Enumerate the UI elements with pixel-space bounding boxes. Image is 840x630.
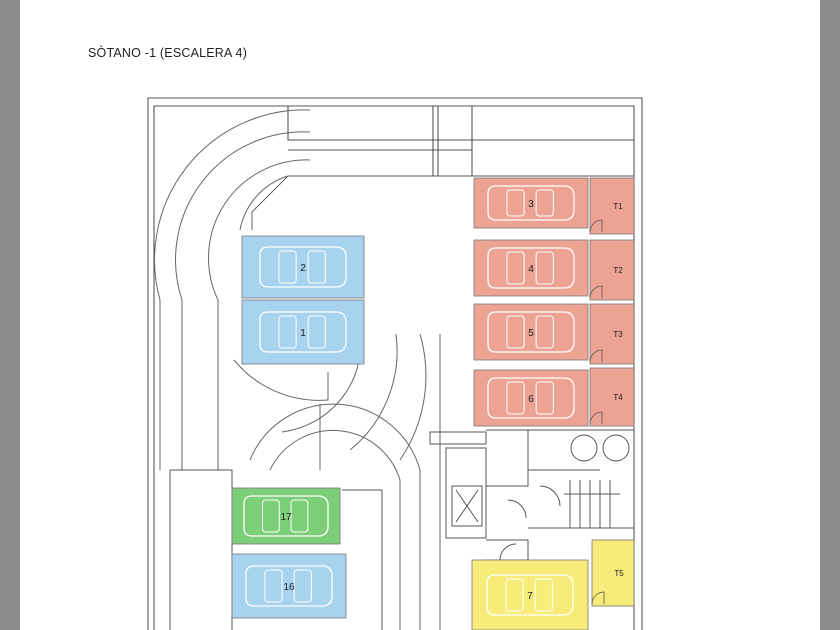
- parking-space[interactable]: 5: [473, 303, 589, 361]
- parking-space-number: 6: [528, 394, 534, 405]
- car-window-icon: [290, 499, 309, 533]
- car-window-icon: [307, 250, 326, 284]
- car-outline-icon: [259, 311, 347, 353]
- car-window-icon: [535, 315, 554, 349]
- door-swing-icon: [589, 411, 603, 425]
- parking-space-number: 2: [300, 263, 306, 274]
- storage-room-fill: [591, 539, 635, 607]
- parking-space-fill: [241, 235, 365, 299]
- car-window-icon: [534, 578, 553, 612]
- parking-space[interactable]: 16: [231, 553, 347, 619]
- parking-space[interactable]: 17: [231, 487, 341, 545]
- parking-space-number: 7: [527, 591, 533, 602]
- car-outline-icon: [487, 311, 575, 353]
- storage-room-fill: [589, 177, 635, 235]
- parking-space-number: 17: [280, 512, 292, 523]
- parking-space-fill: [231, 553, 347, 619]
- car-window-icon: [505, 578, 524, 612]
- car-window-icon: [535, 251, 554, 285]
- car-window-icon: [535, 381, 554, 415]
- parking-space[interactable]: 2: [241, 235, 365, 299]
- parking-space-fill: [241, 299, 365, 365]
- car-window-icon: [307, 315, 326, 349]
- car-outline-icon: [486, 574, 574, 616]
- car-outline-icon: [487, 185, 575, 221]
- parking-space-fill: [471, 559, 589, 630]
- parking-space-number: 1: [300, 328, 306, 339]
- storage-room-number: T2: [613, 266, 623, 275]
- car-window-icon: [293, 569, 312, 603]
- parking-space-number: 3: [528, 199, 534, 210]
- storage-room[interactable]: T4: [589, 367, 635, 427]
- parking-space[interactable]: 4: [473, 239, 589, 297]
- storage-room-number: T3: [613, 330, 623, 339]
- car-outline-icon: [243, 495, 329, 537]
- door-swing-icon: [589, 219, 603, 233]
- car-window-icon: [278, 315, 297, 349]
- stair-core: [169, 429, 635, 630]
- parking-space[interactable]: 1: [241, 299, 365, 365]
- car-window-icon: [535, 189, 554, 217]
- parking-space-number: 16: [283, 582, 295, 593]
- parking-space[interactable]: 6: [473, 369, 589, 427]
- car-outline-icon: [487, 247, 575, 289]
- storage-room-number: T1: [613, 202, 623, 211]
- parking-space-number: 4: [528, 264, 534, 275]
- car-window-icon: [278, 250, 297, 284]
- car-window-icon: [506, 251, 525, 285]
- parking-space[interactable]: 3: [473, 177, 589, 229]
- car-window-icon: [506, 381, 525, 415]
- door-swing-icon: [591, 591, 605, 605]
- door-swing-icon: [589, 349, 603, 363]
- parking-space-number: 5: [528, 328, 534, 339]
- parking-spaces: 2 1 3 4 5 6 17 16 7: [231, 177, 589, 630]
- car-outline-icon: [487, 377, 575, 419]
- storage-room[interactable]: T1: [589, 177, 635, 235]
- storage-room[interactable]: T3: [589, 303, 635, 365]
- car-outline-icon: [259, 246, 347, 288]
- ramp-curves: [154, 109, 441, 630]
- car-window-icon: [264, 569, 283, 603]
- floor-title: SÒTANO -1 (ESCALERA 4): [88, 46, 248, 60]
- parking-space[interactable]: 7: [471, 559, 589, 630]
- storage-room-fill: [589, 239, 635, 301]
- document-page: SÒTANO -1 (ESCALERA 4): [20, 0, 820, 630]
- car-window-icon: [506, 315, 525, 349]
- car-window-icon: [261, 499, 280, 533]
- storage-room-number: T5: [614, 569, 624, 578]
- car-outline-icon: [245, 565, 333, 607]
- storage-room-fill: [589, 303, 635, 365]
- door-swing-icon: [589, 285, 603, 299]
- parking-space-fill: [231, 487, 341, 545]
- storage-room-fill: [589, 367, 635, 427]
- storage-room[interactable]: T5: [591, 539, 635, 607]
- car-window-icon: [506, 189, 525, 217]
- storage-room[interactable]: T2: [589, 239, 635, 301]
- storage-room-number: T4: [613, 393, 623, 402]
